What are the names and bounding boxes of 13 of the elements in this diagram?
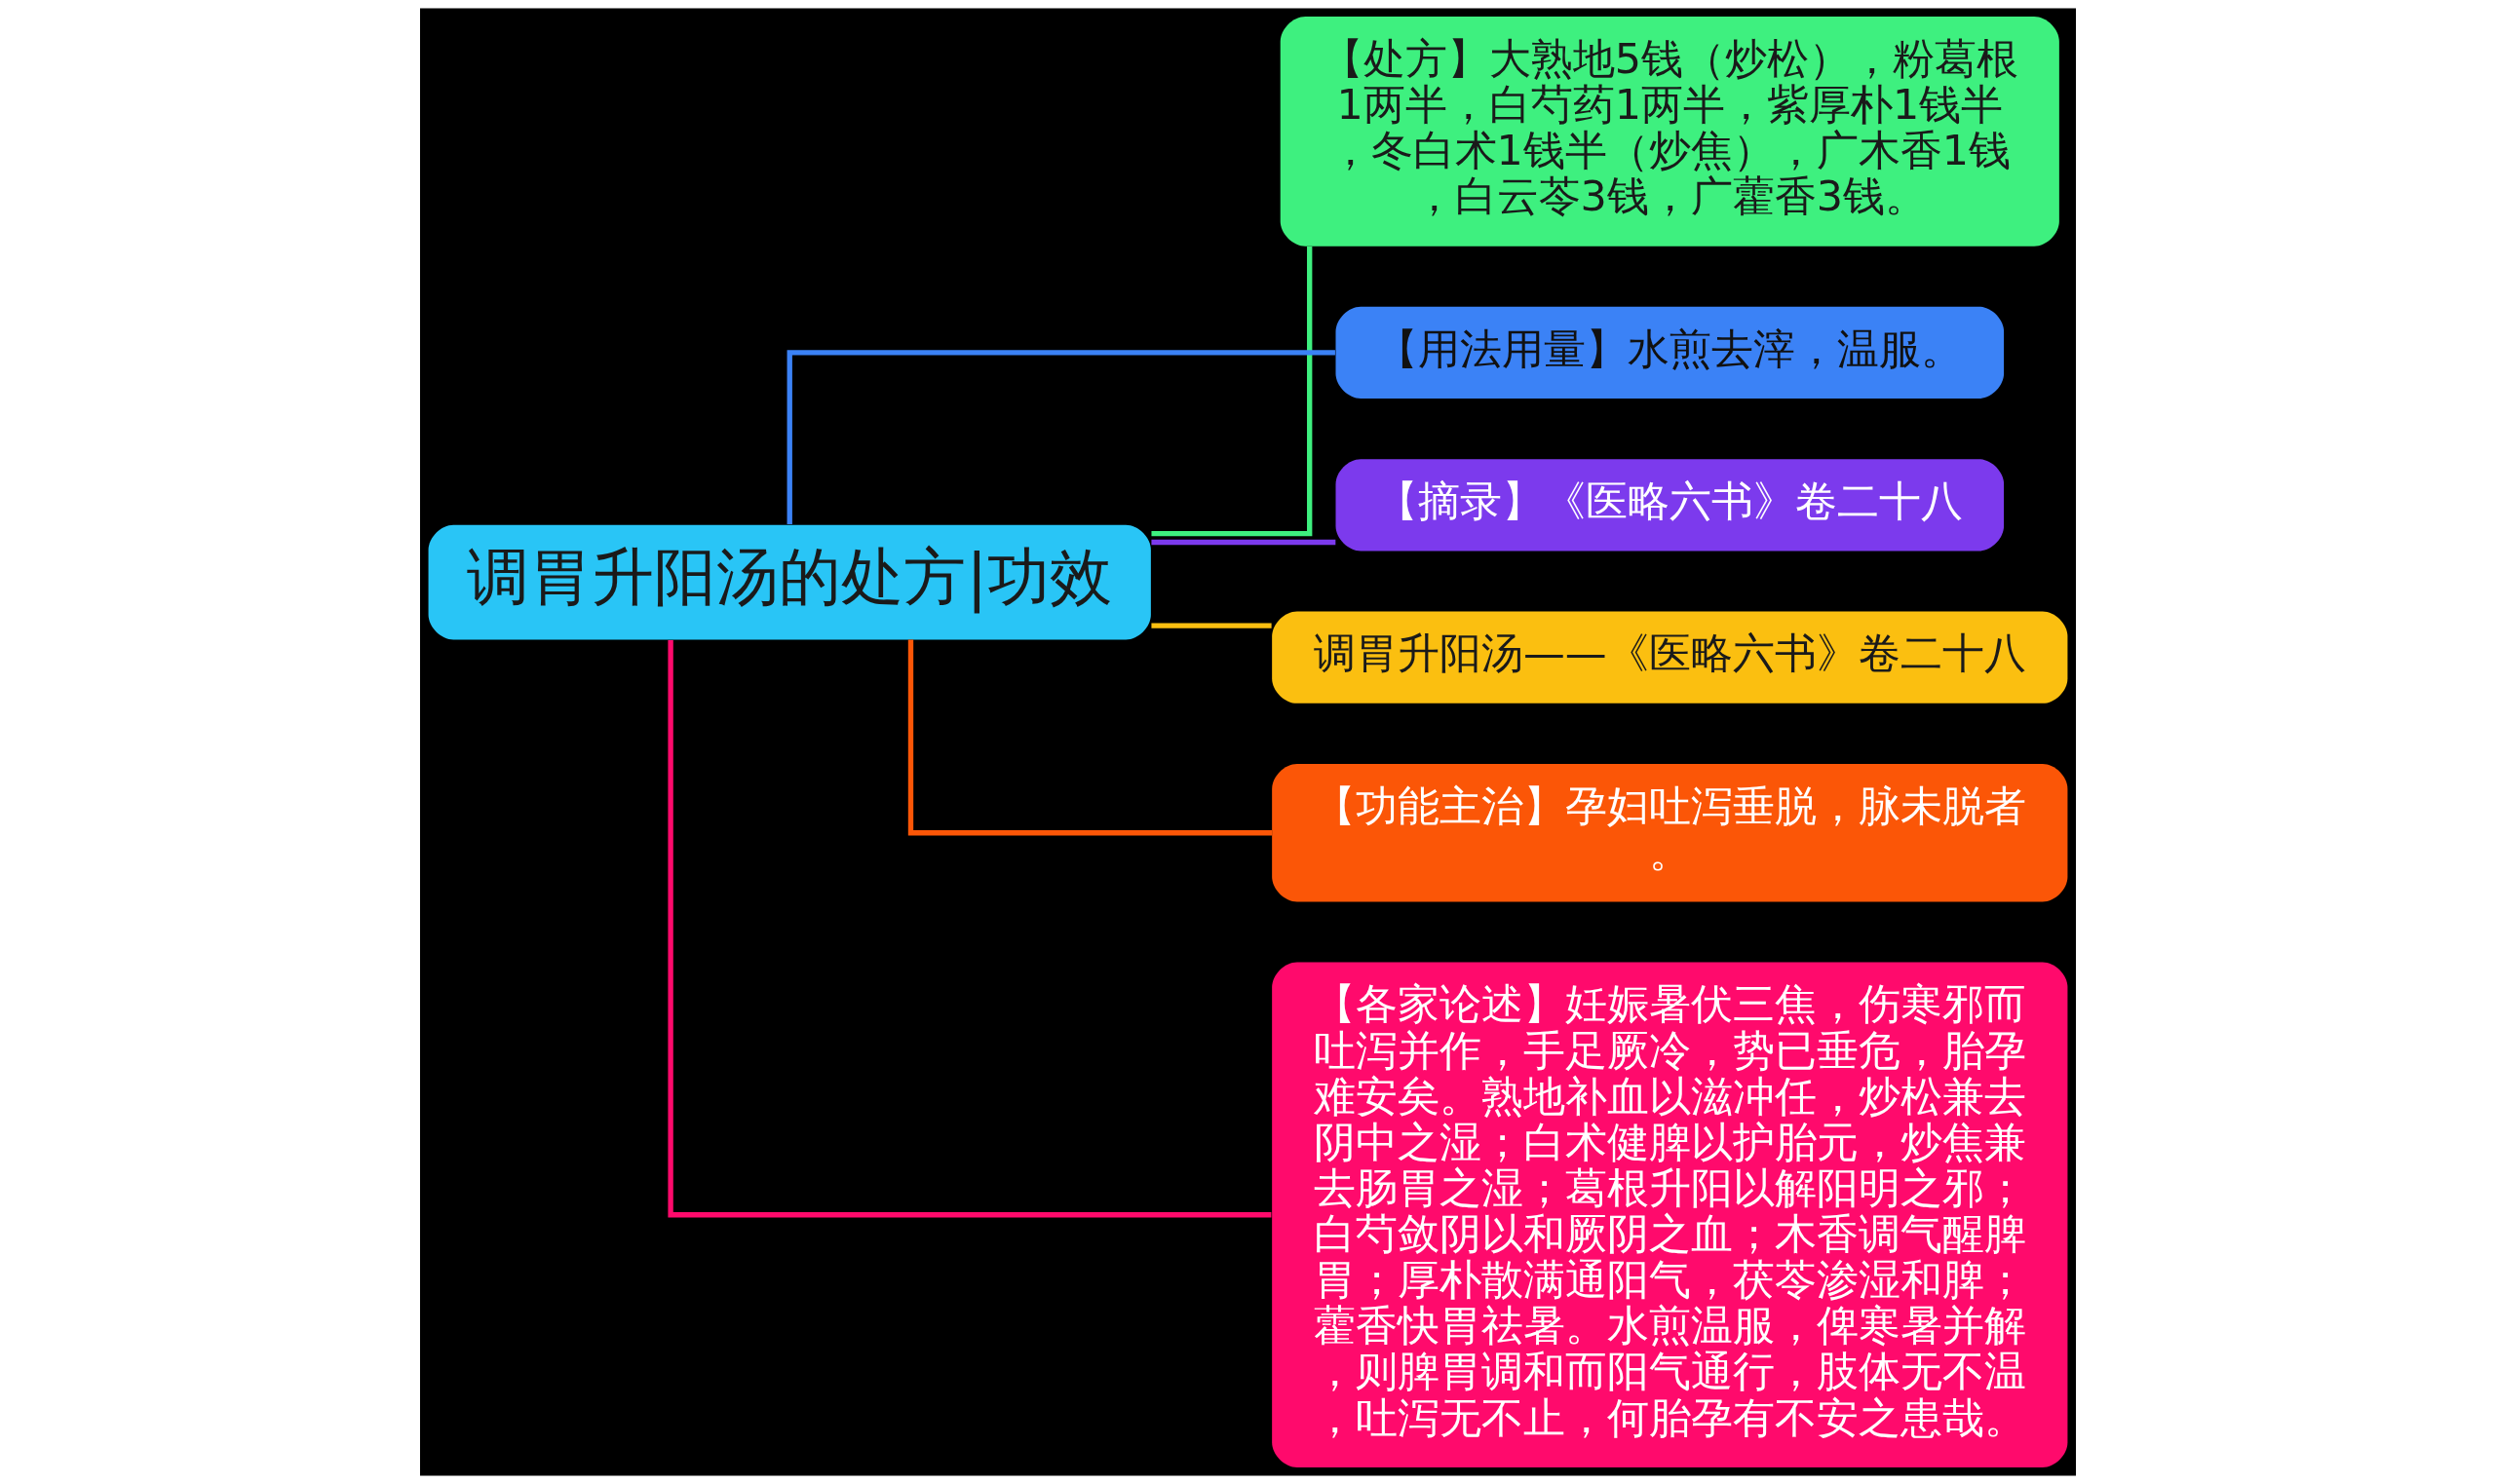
connector [1150,539,1335,546]
node-box: 【处方】大熟地5钱（炒松），粉葛根1两半，白芍药1两半，紫厚朴1钱半，冬白术1钱半（炒焦），广木香1钱，白云苓3钱，广藿香3钱。 [1280,17,2059,247]
connector [667,639,1271,1218]
node-box: 【摘录】《医略六书》卷二十八 [1335,459,2004,552]
node-box: 调胃升阳汤的处方|功效 [428,524,1151,640]
node-box: 【用法用量】水煎去滓，温服。 [1335,306,2004,400]
connector [907,639,1272,836]
connector [787,350,1335,525]
node-box: 【功能主治】孕妇吐泻垂脱，脉未脱者。 [1271,764,2067,902]
connector [1150,247,1312,537]
node-box: 【各家论述】妊娠暑伏三焦，伤寒邪而吐泻并作，手足厥冷，势已垂危，胎孕难安矣。熟地补血以滋冲任，炒松兼去阴中之湿；白术健脾以护胎元，炒焦兼去肠胃之湿；葛根升阳以解阳明之邪；白芍敛阴以和厥阴之血；木香调气醒脾胃；厚朴散满通阳气，茯苓渗湿和脾；藿香快胃祛暑。水煎温服，俾寒暑并解，则脾胃调和而阳气通行，肢体无不温，吐泻无不止，何胎孕有不安之患哉。 [1271,962,2067,1467]
node-box: 调胃升阳汤——《医略六书》卷二十八 [1271,611,2067,704]
connector [1150,623,1272,628]
